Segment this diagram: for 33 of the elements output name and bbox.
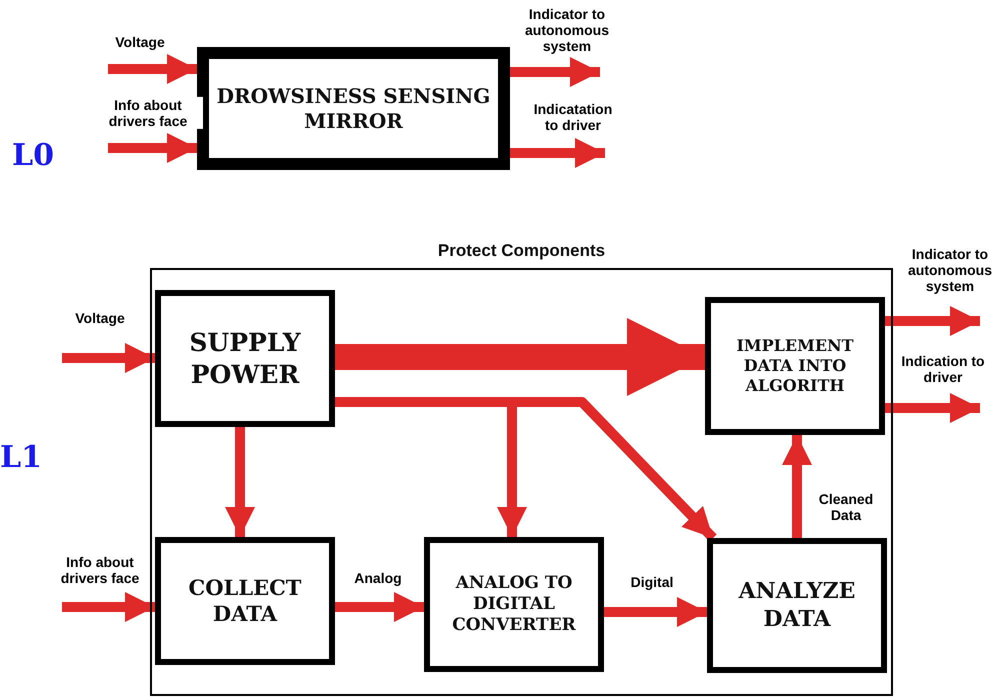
- edge-label: Indication to driver: [900, 352, 986, 386]
- arrow: [335, 318, 705, 396]
- edge-label: Voltage: [75, 310, 125, 326]
- arrow: [510, 138, 605, 168]
- edge-label: Digital: [630, 574, 674, 590]
- level-label: L0: [12, 138, 54, 173]
- arrow: [782, 435, 812, 538]
- arrow: [108, 54, 197, 84]
- arrow: [885, 306, 980, 336]
- edge-label: Analog: [354, 570, 402, 586]
- box-label: ANALOG TO DIGITAL CONVERTER: [451, 572, 577, 636]
- arrow: [225, 427, 255, 537]
- system-box: [197, 47, 510, 170]
- level-label: L1: [0, 440, 42, 475]
- box-label: SUPPLY POWER: [188, 327, 302, 390]
- arrow: [108, 133, 197, 163]
- process-box: [155, 537, 335, 665]
- box-label: IMPLEMENT DATA INTO ALGORITH: [735, 336, 855, 396]
- box-label: DROWSINESS SENSING MIRROR: [216, 84, 492, 134]
- arrow: [335, 592, 424, 622]
- arrow: [62, 592, 155, 622]
- arrow: [62, 343, 155, 373]
- box-label: COLLECT DATA: [188, 574, 302, 628]
- box-label: ANALYZE DATA: [738, 578, 856, 633]
- edge-label: Voltage: [115, 34, 165, 50]
- arrow: [510, 57, 600, 87]
- arrow: [604, 597, 707, 627]
- process-box: [155, 290, 335, 427]
- container-title: Protect Components: [436, 240, 606, 262]
- process-box: [705, 297, 885, 435]
- process-box: [707, 538, 887, 673]
- process-box: [424, 537, 604, 672]
- arrow: [885, 393, 980, 423]
